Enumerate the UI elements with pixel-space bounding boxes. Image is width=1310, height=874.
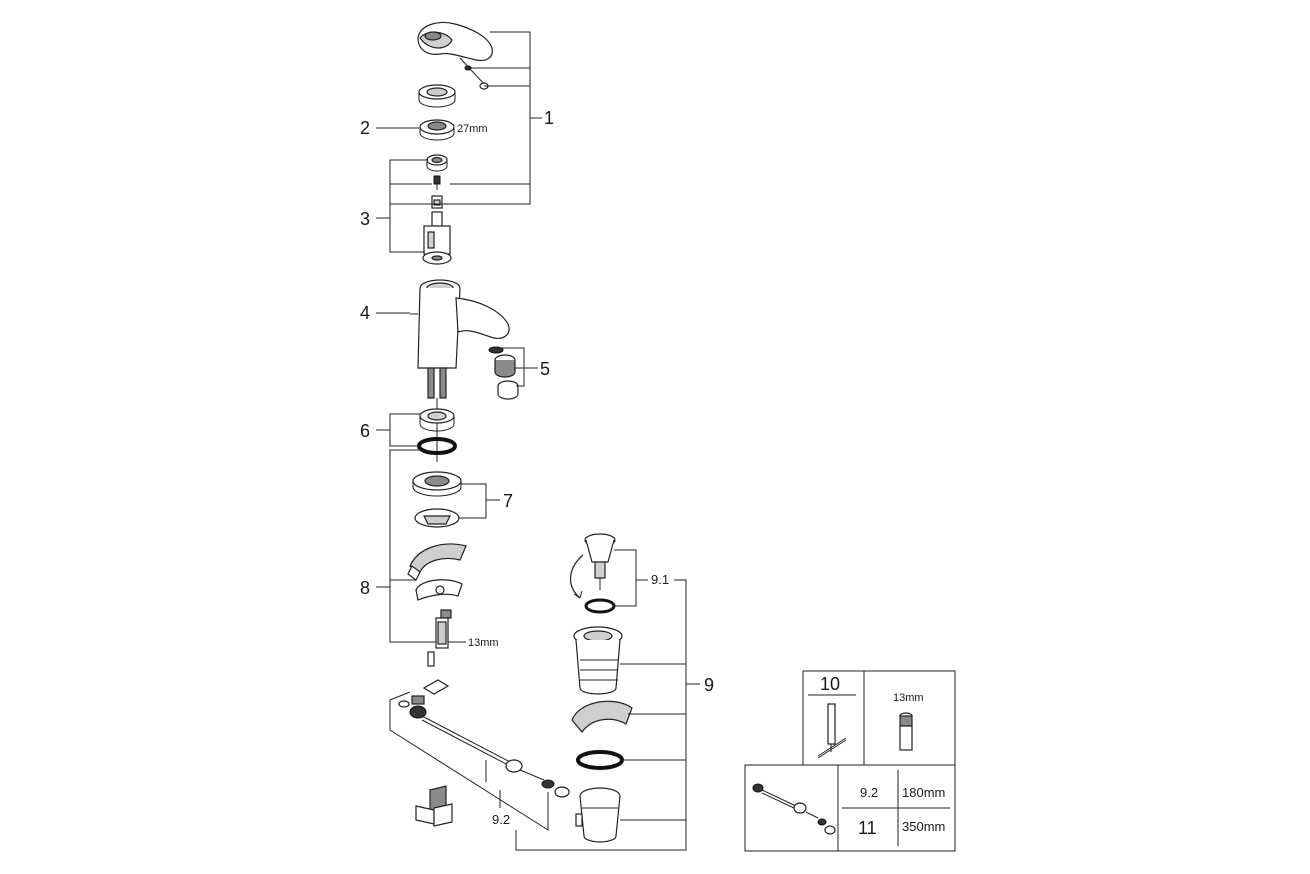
row-1-length: 180mm	[902, 785, 945, 800]
row-2-code: 11	[858, 818, 877, 838]
callout-5: 5	[540, 359, 550, 379]
cap-ring-2	[419, 119, 455, 141]
ring-size-label: 27mm	[457, 123, 488, 135]
callout-9-1: 9.1	[651, 572, 669, 587]
nut-13mm-icon	[899, 712, 913, 751]
aerator	[488, 346, 519, 400]
mixer-body	[410, 279, 510, 462]
popup-lift-rod	[398, 651, 570, 798]
tool-number: 10	[820, 674, 840, 694]
cap-ring-top	[418, 84, 456, 108]
lift-rod-kit-icon	[752, 783, 836, 835]
waste-seal	[571, 700, 633, 770]
callout-9: 9	[704, 675, 714, 695]
cartridge-adapter	[431, 195, 443, 209]
accessory-table: 10 13mm 9.2 180mm 11 350mm	[744, 670, 956, 852]
cartridge	[422, 211, 452, 265]
callout-9-2: 9.2	[492, 812, 510, 827]
leader-lines	[376, 31, 700, 851]
callout-7: 7	[503, 491, 513, 511]
fixing-bracket	[407, 543, 467, 601]
row-2-length: 350mm	[902, 819, 945, 834]
fixing-plate	[412, 471, 462, 528]
cartridge-screw	[433, 175, 441, 190]
plug-washer	[584, 598, 616, 614]
tool-key-icon	[817, 703, 847, 759]
mounting-washers	[417, 408, 457, 455]
waste-flange	[573, 626, 623, 695]
callout-8: 8	[360, 578, 370, 598]
connection-hoses	[415, 785, 453, 827]
waste-body	[575, 787, 621, 843]
nut-size-label: 13mm	[468, 637, 499, 649]
fixing-nut-rod	[435, 609, 452, 649]
popup-plug	[570, 533, 616, 599]
tool-size: 13mm	[893, 692, 924, 704]
callout-2: 2	[360, 118, 370, 138]
callout-3: 3	[360, 209, 370, 229]
callout-1: 1	[544, 108, 554, 128]
row-1-code: 9.2	[860, 785, 878, 800]
callout-6: 6	[360, 421, 370, 441]
callout-4: 4	[360, 303, 370, 323]
lever-handle	[417, 21, 493, 90]
cartridge-nut	[426, 154, 448, 172]
